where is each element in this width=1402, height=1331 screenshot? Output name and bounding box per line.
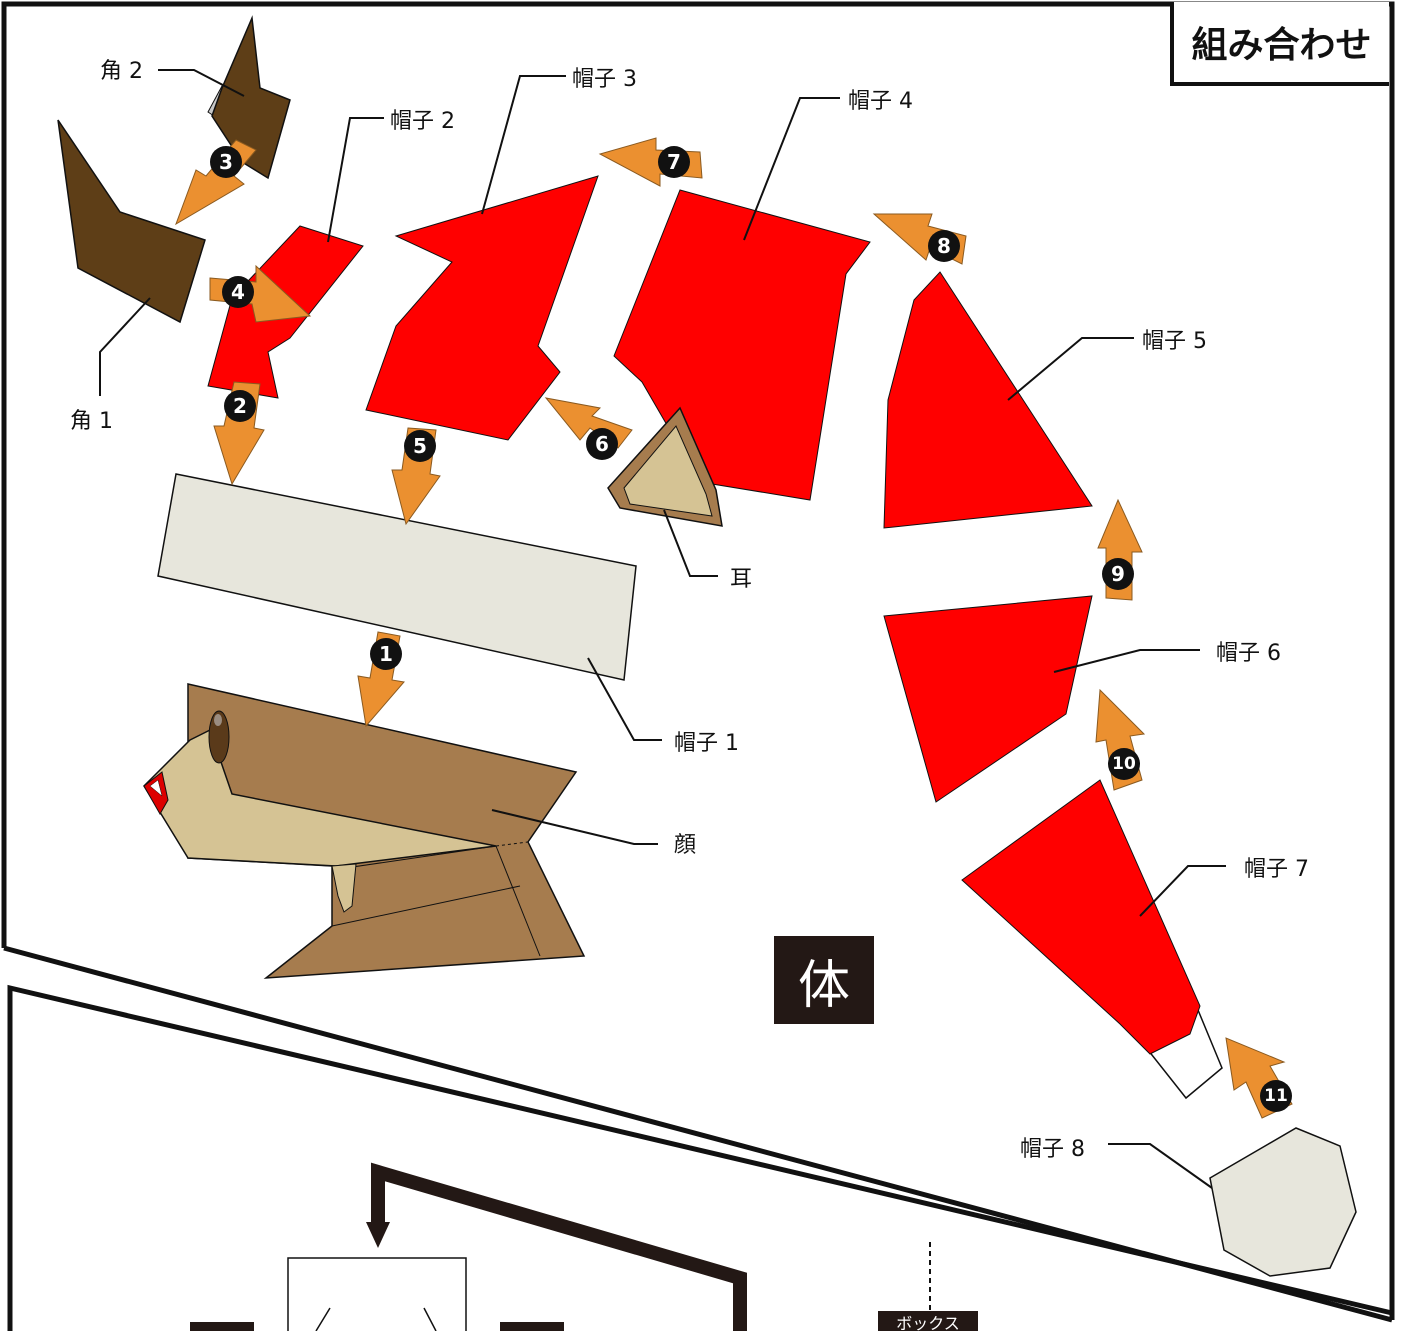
svg-text:5: 5 [413,434,427,458]
section-label-body: 体 [774,936,874,1024]
step-4: 4 [222,276,254,308]
svg-text:2: 2 [233,394,247,418]
label-hat-2: 帽子 2 [390,109,455,134]
leader-lines [99,69,1226,1189]
svg-text:8: 8 [937,234,951,258]
bottom-panel-frame [7,984,1393,1331]
horn-1-piece [57,119,206,324]
svg-text:3: 3 [219,150,233,174]
part-labels: 角 2 角 1 帽子 2 帽子 3 帽子 4 帽子 5 帽子 6 帽子 7 帽子… [70,59,1309,1162]
step-9: 9 [1102,558,1134,590]
page-title: 組み合わせ [1170,2,1389,86]
svg-text:10: 10 [1112,754,1136,774]
ear-piece [607,406,723,527]
box-tag: ボックス [878,1311,978,1331]
hat-1-piece [157,473,637,681]
face-piece [143,683,586,979]
horn-2-piece [207,15,291,180]
hat-6-piece [883,595,1093,803]
step-8: 8 [928,230,960,262]
svg-text:9: 9 [1111,562,1125,586]
svg-text:4: 4 [231,280,245,304]
label-face: 顔 [674,833,696,858]
arrow-down-icon [366,1222,390,1248]
bottom-panel-diagram [190,1162,931,1331]
label-hat-8: 帽子 8 [1020,1137,1085,1162]
step-10: 10 [1108,748,1140,780]
label-hat-1: 帽子 1 [674,731,739,756]
arrow-4 [209,264,312,323]
label-hat-6: 帽子 6 [1216,641,1281,666]
step-markers: 1 2 3 4 5 6 7 8 9 10 11 [210,146,1292,1112]
label-horn-1: 角 1 [70,409,113,434]
svg-text:11: 11 [1264,1086,1288,1106]
label-hat-7: 帽子 7 [1244,857,1309,882]
step-6: 6 [586,428,618,460]
svg-text:7: 7 [667,150,681,174]
svg-text:1: 1 [379,642,393,666]
step-7: 7 [658,146,690,178]
step-5: 5 [404,430,436,462]
label-hat-4: 帽子 4 [848,89,913,114]
svg-text:6: 6 [595,432,609,456]
step-3: 3 [210,146,242,178]
step-11: 11 [1260,1080,1292,1112]
step-1: 1 [370,638,402,670]
hat-5-piece [883,271,1093,529]
step-2: 2 [224,390,256,422]
label-horn-2: 角 2 [100,59,143,84]
label-hat-5: 帽子 5 [1142,329,1207,354]
hat-7-piece [961,779,1223,1100]
eye-icon [208,710,230,764]
hat-8-piece [1209,1127,1357,1277]
hat-3-piece [365,175,599,441]
label-ear: 耳 [730,567,752,592]
label-hat-3: 帽子 3 [572,67,637,92]
